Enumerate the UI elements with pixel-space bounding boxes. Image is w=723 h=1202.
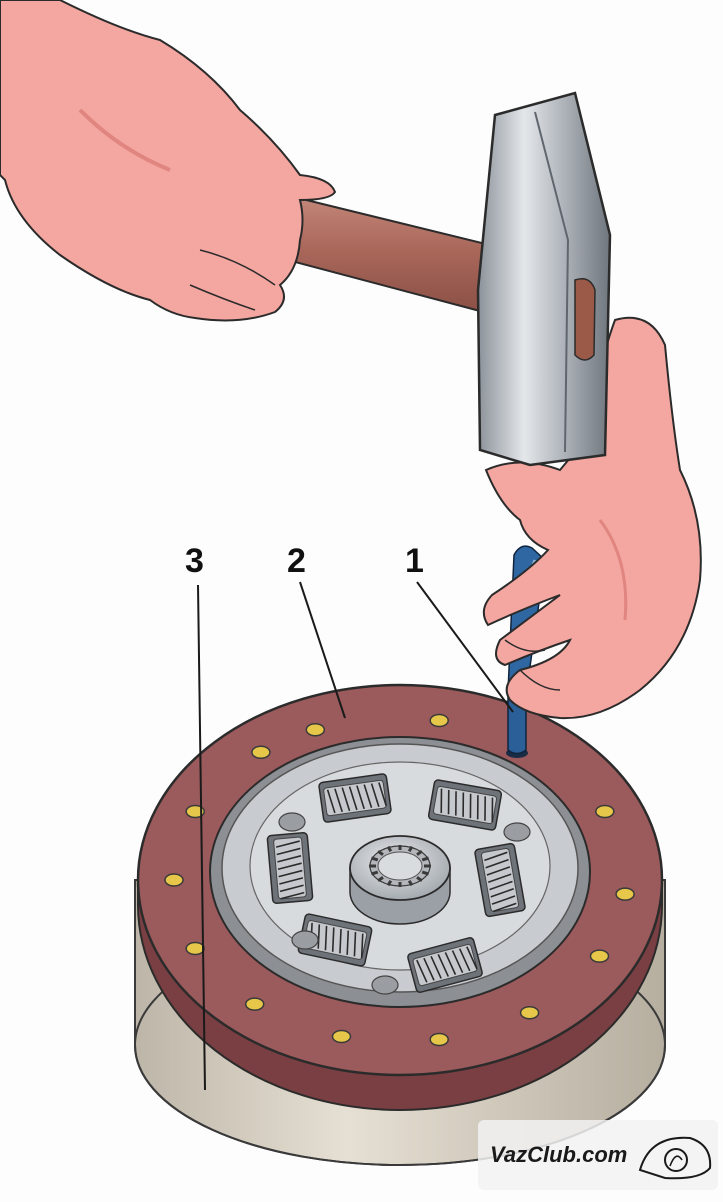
watermark-text: VazClub.com: [490, 1142, 627, 1167]
hand-holding-punch: [482, 316, 702, 720]
callout-1: 1: [405, 542, 424, 580]
watermark: VazClub.com: [478, 1120, 718, 1190]
callout-2: 2: [287, 542, 306, 580]
rivet: [244, 997, 265, 1011]
rivet: [185, 804, 205, 819]
rivet: [185, 941, 205, 956]
callout-leaders: [197, 581, 514, 1091]
rivet: [251, 745, 271, 760]
rivet: [519, 1005, 540, 1020]
rivet: [331, 1029, 352, 1044]
rivet: [595, 804, 615, 819]
car-logo-icon: [638, 1136, 712, 1180]
leader-line-3: [197, 584, 206, 1091]
damper-spring: [318, 773, 392, 823]
rivet: [429, 1032, 449, 1047]
callout-3: 3: [185, 542, 204, 580]
splined-hub: [349, 835, 451, 925]
lining-rivets: [164, 713, 635, 1047]
damper-spring: [266, 831, 314, 905]
rivet: [589, 949, 610, 963]
plate-holes: [278, 812, 531, 995]
damper-springs: [266, 773, 526, 993]
hub-splines: [369, 845, 431, 887]
damper-spring: [474, 842, 526, 918]
leader-line-2: [299, 581, 346, 719]
rivet: [429, 713, 449, 728]
damper-spring: [407, 937, 483, 993]
leader-line-1: [416, 581, 514, 713]
rivet: [615, 887, 635, 901]
hand-holding-hammer: [0, 0, 337, 322]
damper-spring: [427, 779, 503, 831]
rivet: [164, 873, 184, 887]
rivet: [305, 723, 326, 737]
hammer: [243, 91, 612, 467]
